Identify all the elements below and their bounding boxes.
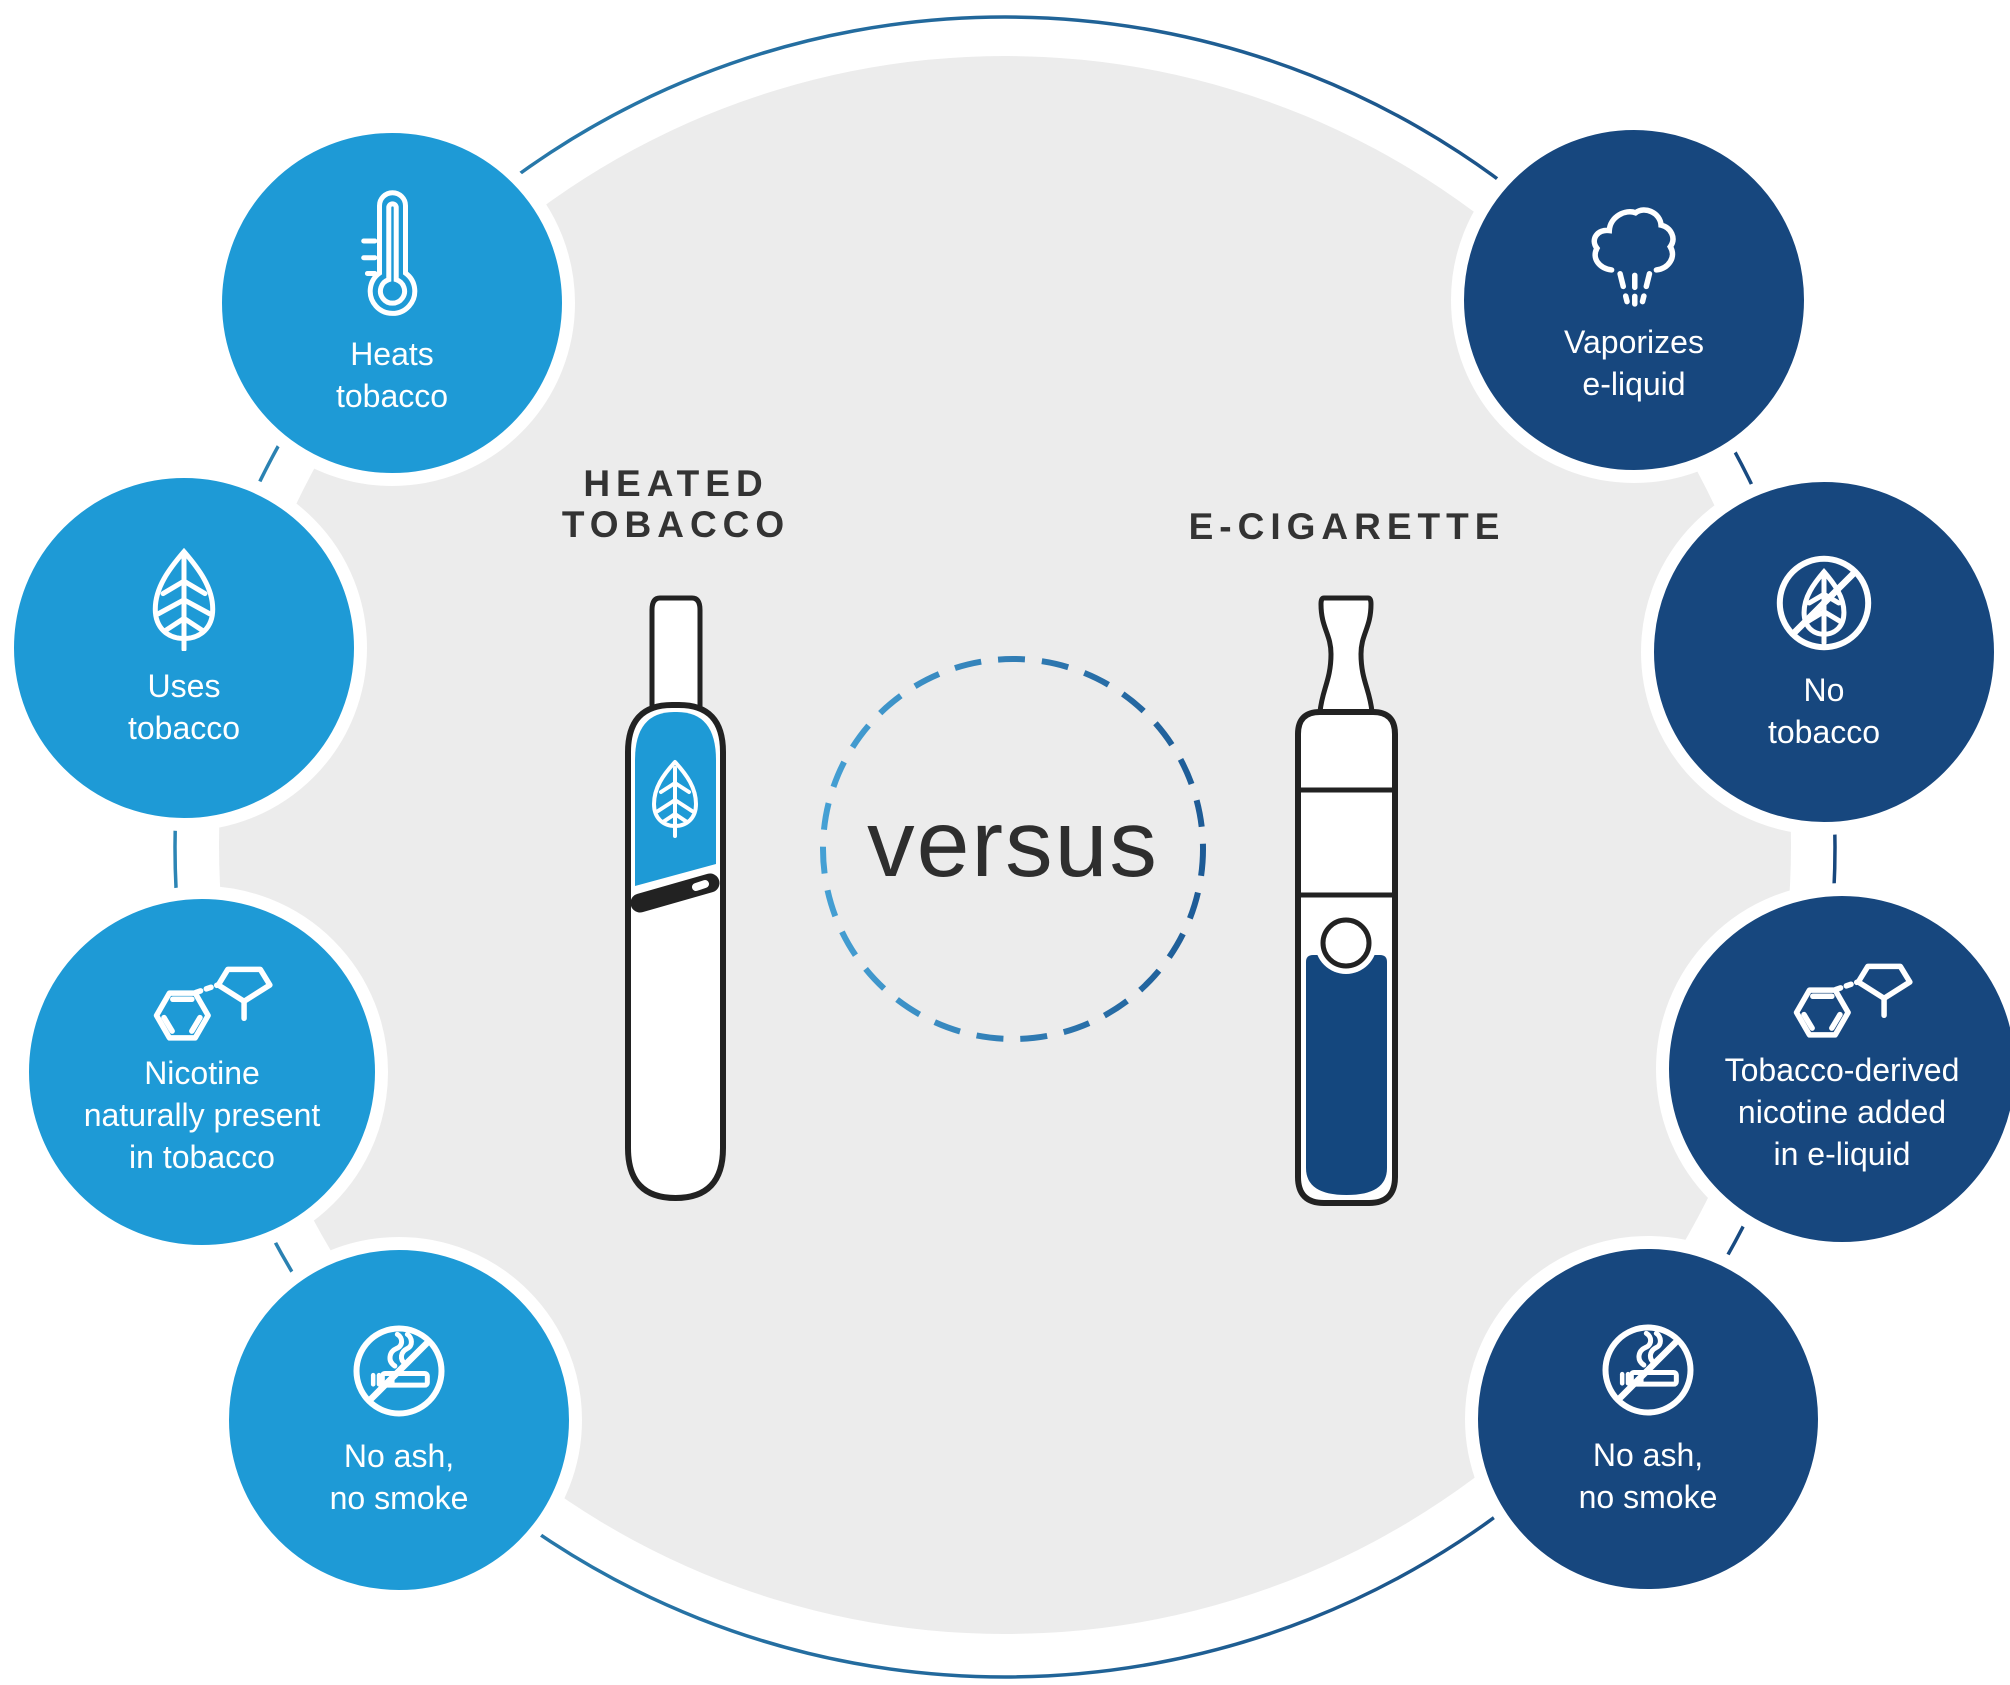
bubble-label: Vaporizes e-liquid <box>1564 321 1704 405</box>
bubble-label-line: in tobacco <box>129 1139 275 1176</box>
versus-label: versus <box>867 791 1159 897</box>
e-liquid-fill <box>1306 955 1387 1195</box>
bubble-label-line: nicotine added <box>1737 1093 1947 1130</box>
outer-ring-arc <box>173 15 1837 1679</box>
bubble-label: Tobacco-derived nicotine added in e-liqu… <box>1725 1049 1960 1176</box>
nicotine-molecule-icon <box>127 966 277 1042</box>
bubble-label-line: Tobacco-derived <box>1724 1051 1960 1088</box>
leaf-icon <box>145 547 223 651</box>
bubble-label-line: tobacco <box>1767 714 1881 750</box>
heated-tobacco-label-line: TOBACCO <box>561 504 791 546</box>
bubble-no-tobacco: No tobacco <box>1641 469 2007 835</box>
bubble-label-line: No <box>1803 671 1845 708</box>
bubble-label-line: No ash, <box>1592 1436 1704 1473</box>
e-cigarette-label-line: E-CIGARETTE <box>1188 506 1506 547</box>
no-smoking-icon <box>349 1321 449 1421</box>
versus-dashed-circle <box>820 656 1206 1042</box>
bubble-label: No tobacco <box>1768 669 1880 753</box>
device-band-button <box>692 880 709 891</box>
bubble-label-line: Nicotine <box>144 1054 260 1091</box>
bubble-nicotine-added: Tobacco-derived nicotine added in e-liqu… <box>1656 883 2010 1255</box>
no-tobacco-leaf-icon <box>1772 551 1876 655</box>
bubble-uses-tobacco: Uses tobacco <box>1 465 367 831</box>
device-button <box>1320 917 1372 969</box>
bubble-heats-tobacco: Heats tobacco <box>209 120 575 486</box>
leaf-icon <box>652 760 698 838</box>
nicotine-molecule-icon <box>1767 963 1917 1039</box>
bubble-label: Nicotine naturally present in tobacco <box>84 1052 321 1179</box>
heated-tobacco-label-line: HEATED <box>583 463 769 504</box>
e-cigarette-device-illustration <box>1295 595 1398 1206</box>
background-ellipse <box>219 56 1791 1634</box>
bubble-label-line: tobacco <box>335 378 449 414</box>
bubble-label-line: no smoke <box>1578 1479 1718 1515</box>
bubble-label: Uses tobacco <box>128 665 240 749</box>
bubble-label: No ash, no smoke <box>330 1435 469 1519</box>
bubble-label-line: tobacco <box>127 710 241 746</box>
bubble-label-line: e-liquid <box>1582 366 1686 402</box>
bubble-label-line: Heats <box>350 335 434 372</box>
heated-tobacco-label: HEATED TOBACCO <box>476 463 876 546</box>
bubble-label-line: naturally present <box>83 1096 321 1133</box>
bubble-label-line: Vaporizes <box>1564 323 1704 360</box>
bubble-no-ash-no-smoke-left: No ash, no smoke <box>216 1237 582 1603</box>
no-smoking-icon <box>1598 1320 1698 1420</box>
bubble-label: No ash, no smoke <box>1579 1434 1718 1518</box>
bubble-label-line: in e-liquid <box>1773 1136 1911 1173</box>
vapor-cloud-icon <box>1582 195 1686 307</box>
tobacco-stick <box>649 595 703 728</box>
bubble-label-line: Uses <box>147 667 221 704</box>
heated-tobacco-device-illustration <box>625 595 726 1201</box>
e-cigarette-label: E-CIGARETTE <box>1147 506 1547 547</box>
bubble-label: Heats tobacco <box>336 333 448 417</box>
bubble-nicotine-natural: Nicotine naturally present in tobacco <box>16 886 388 1258</box>
thermometer-icon <box>360 189 425 319</box>
bubble-label-line: no smoke <box>329 1480 469 1516</box>
bubble-label-line: No ash, <box>343 1437 455 1474</box>
bubble-vaporizes-eliquid: Vaporizes e-liquid <box>1451 117 1817 483</box>
bubble-no-ash-no-smoke-right: No ash, no smoke <box>1465 1236 1831 1602</box>
